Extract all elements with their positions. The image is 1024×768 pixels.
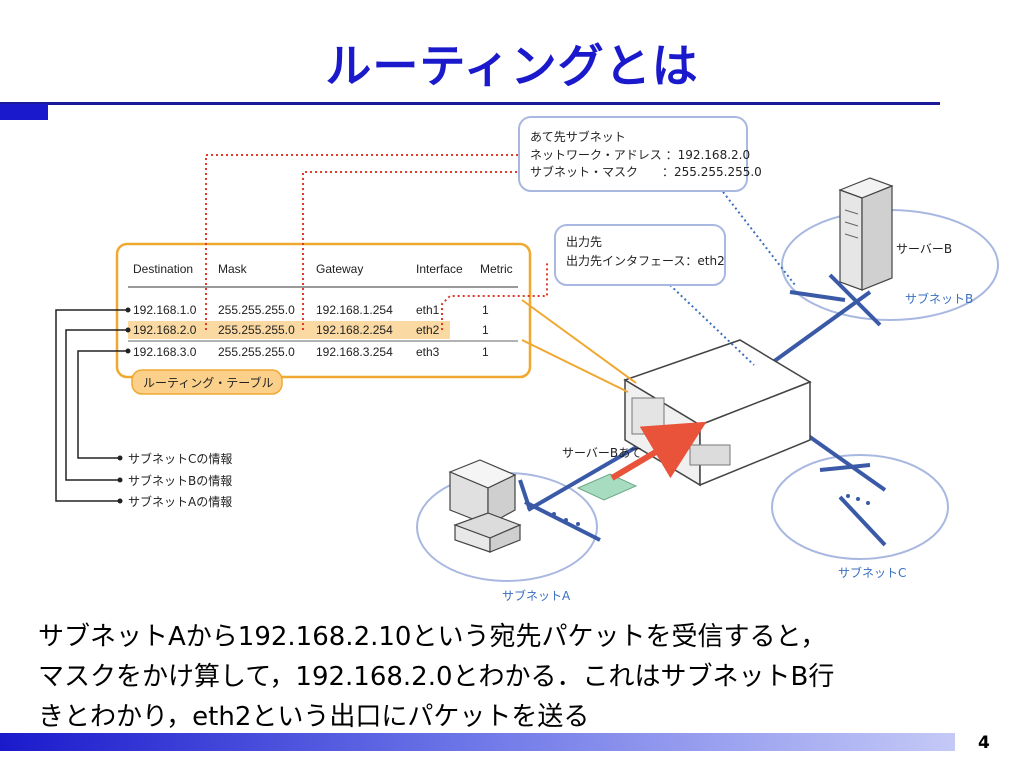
output-callout bbox=[554, 224, 726, 286]
title-accent-block bbox=[0, 104, 48, 120]
row3-destination: 192.168.3.0 bbox=[133, 345, 197, 359]
row1-mask: 255.255.255.0 bbox=[218, 303, 295, 317]
subnet-c-ellipse bbox=[771, 454, 949, 560]
row1-gateway: 192.168.1.254 bbox=[316, 303, 393, 317]
row2-mask: 255.255.255.0 bbox=[218, 323, 295, 337]
network-dots-icon bbox=[552, 494, 870, 526]
row1-destination: 192.168.1.0 bbox=[133, 303, 197, 317]
row3-gateway: 192.168.3.254 bbox=[316, 345, 393, 359]
network-lines bbox=[518, 273, 887, 547]
caption: サブネットAから192.168.2.10という宛先パケットを受信すると， マスク… bbox=[38, 617, 978, 737]
subnet-c-label: サブネットC bbox=[838, 565, 906, 580]
router-icon bbox=[623, 339, 812, 487]
subnet-a-label: サブネットA bbox=[502, 588, 571, 603]
row2-interface: eth2 bbox=[416, 323, 440, 337]
packet-label: サーバーBあて bbox=[562, 446, 642, 460]
subnet-b-info: サブネットBの情報 bbox=[128, 473, 232, 488]
routing-diagram: Destination Mask Gateway Interface Metri… bbox=[55, 116, 999, 603]
server-icon bbox=[838, 177, 894, 291]
caption-line-2: マスクをかけ算して，192.168.2.0とわかる．これはサブネットB行 bbox=[38, 662, 835, 692]
packet-arrow bbox=[610, 421, 707, 481]
subnet-a-info: サブネットAの情報 bbox=[128, 494, 232, 509]
output-interface: 出力先インタフェース：eth2 bbox=[566, 254, 725, 268]
col-header-gateway: Gateway bbox=[316, 262, 363, 276]
pc-icon bbox=[448, 459, 522, 553]
row3-interface: eth3 bbox=[416, 345, 440, 359]
caption-line-3: きとわかり，eth2という出口にパケットを送る bbox=[38, 702, 590, 732]
output-title: 出力先 bbox=[566, 235, 602, 249]
row3-mask: 255.255.255.0 bbox=[218, 345, 295, 359]
row2-metric: 1 bbox=[482, 323, 489, 337]
footer-bar bbox=[0, 733, 955, 751]
col-header-interface: Interface bbox=[416, 262, 463, 276]
caption-line-1: サブネットAから192.168.2.10という宛先パケットを受信すると， bbox=[38, 622, 827, 652]
routing-table-label-pill bbox=[131, 369, 283, 395]
row2-gateway: 192.168.2.254 bbox=[316, 323, 393, 337]
row2-destination: 192.168.2.0 bbox=[133, 323, 197, 337]
title-underline bbox=[0, 102, 940, 105]
packet-icon bbox=[576, 473, 638, 501]
row1-metric: 1 bbox=[482, 303, 489, 317]
destination-subnet-callout bbox=[518, 116, 748, 192]
col-header-metric: Metric bbox=[480, 262, 513, 276]
destination-subnet-title: あて先サブネット bbox=[530, 129, 626, 144]
routing-table-label: ルーティング・テーブル bbox=[143, 375, 274, 390]
page-number: 4 bbox=[978, 733, 990, 753]
destination-network-address: ネットワーク・アドレス ：192.168.2.0 bbox=[530, 148, 750, 162]
row3-metric: 1 bbox=[482, 345, 489, 359]
col-header-mask: Mask bbox=[218, 262, 248, 276]
slide-title: ルーティングとは bbox=[325, 39, 699, 93]
destination-subnet-mask: サブネット・マスク ：255.255.255.0 bbox=[530, 164, 762, 179]
server-b-label: サーバーB bbox=[896, 242, 952, 256]
subnet-c-info: サブネットCの情報 bbox=[128, 451, 232, 466]
col-header-destination: Destination bbox=[133, 262, 193, 276]
highlight-row bbox=[128, 321, 450, 339]
subnet-b-label: サブネットB bbox=[905, 291, 973, 306]
row1-interface: eth1 bbox=[416, 303, 440, 317]
